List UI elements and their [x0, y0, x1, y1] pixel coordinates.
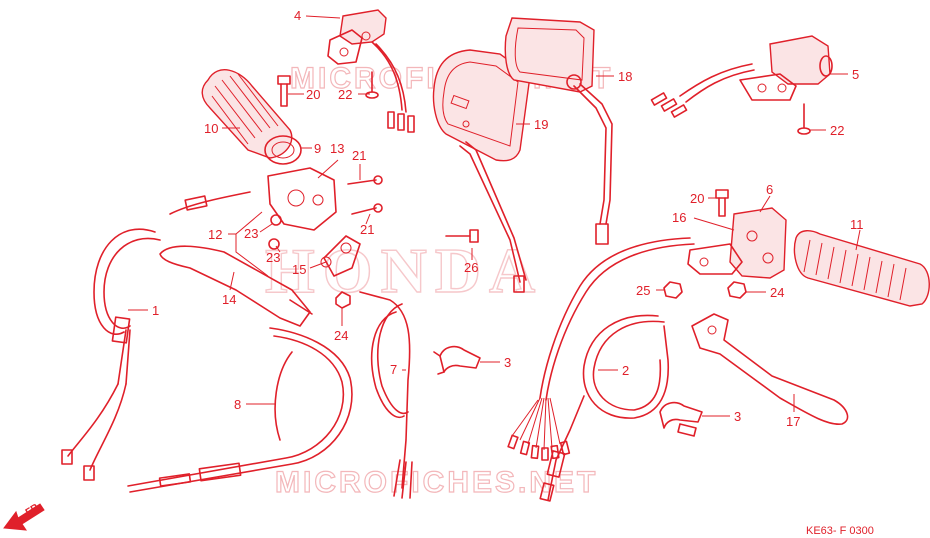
clamp-3-left [433, 345, 481, 375]
nut-23-b [268, 238, 280, 250]
diagram-code: KE63- F 0300 [806, 525, 874, 537]
bolt-26 [445, 229, 479, 243]
callout-22-left: 22 [338, 87, 352, 102]
mirror-19 [432, 49, 531, 293]
watermark-honda: HONDA [265, 235, 543, 306]
callout-18: 18 [618, 69, 632, 84]
front-arrow: FR. [3, 501, 45, 531]
callouts: 4 20 22 10 9 13 21 21 12 23 23 15 14 24 … [128, 8, 864, 429]
bolt-20-right [715, 189, 729, 217]
callout-24-left: 24 [334, 328, 348, 343]
callout-15: 15 [292, 262, 306, 277]
cable-7 [359, 291, 413, 499]
callout-26: 26 [464, 260, 478, 275]
callout-2: 2 [622, 363, 629, 378]
front-arrow-icon [3, 503, 45, 531]
clutch-cable [127, 327, 353, 493]
nut-24-right [727, 281, 747, 299]
callout-22-right: 22 [830, 123, 844, 138]
callout-21-upper: 21 [352, 148, 366, 163]
left-switch-housing [327, 9, 415, 133]
callout-1: 1 [152, 303, 159, 318]
callout-5: 5 [852, 67, 859, 82]
screw-22-right [797, 103, 811, 135]
clamp-3-right [659, 401, 703, 437]
callout-7: 7 [390, 362, 397, 377]
callout-13: 13 [330, 141, 344, 156]
throttle-housing [267, 167, 337, 231]
watermark-bottom: MICROFICHES.NET [275, 466, 598, 499]
callout-8: 8 [234, 397, 241, 412]
callout-4: 4 [294, 8, 301, 23]
screw-21-lower [351, 203, 383, 215]
lever-holder [320, 235, 361, 277]
switch-harness [507, 237, 695, 461]
nut-23-a [270, 214, 282, 226]
callout-14: 14 [222, 292, 236, 307]
callout-16: 16 [672, 210, 686, 225]
callout-3-right: 3 [734, 409, 741, 424]
nut-24-left [335, 291, 351, 309]
mirror-18 [504, 17, 613, 245]
screw-22-left [365, 71, 379, 99]
right-grip [793, 230, 930, 307]
callout-6: 6 [766, 182, 773, 197]
clutch-lever [159, 245, 313, 327]
throttle-cable [61, 191, 251, 481]
bolt-20-left [277, 75, 291, 107]
callout-24-right: 24 [770, 285, 784, 300]
right-switch-housing-5 [650, 35, 833, 118]
throttle-grip [201, 69, 302, 165]
callout-21-lower: 21 [360, 222, 374, 237]
brake-lever [691, 313, 849, 425]
callout-11: 11 [850, 217, 864, 232]
callout-12: 12 [208, 227, 222, 242]
callout-25: 25 [636, 283, 650, 298]
screw-21-upper [347, 175, 383, 185]
callout-20-right: 20 [690, 191, 704, 206]
callout-10: 10 [204, 121, 218, 136]
callout-20-left: 20 [306, 87, 320, 102]
right-switch-housing-6 [687, 207, 787, 279]
callout-23-b: 23 [266, 250, 280, 265]
callout-3-left: 3 [504, 355, 511, 370]
callout-19: 19 [534, 117, 548, 132]
cable-2 [539, 314, 670, 502]
callout-17: 17 [786, 414, 800, 429]
callout-23-a: 23 [244, 226, 258, 241]
callout-9: 9 [314, 141, 321, 156]
nut-25 [663, 281, 683, 299]
